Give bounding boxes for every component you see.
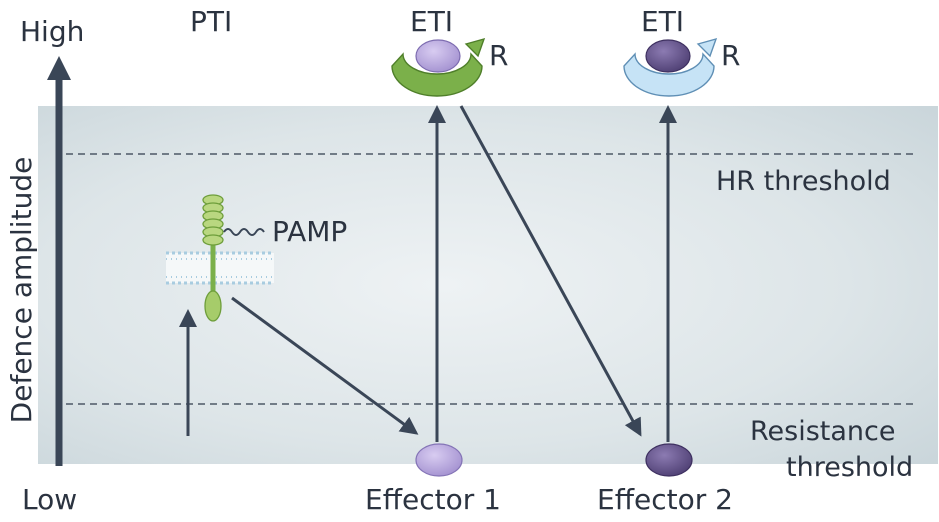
receptor <box>202 194 224 322</box>
pamp-squiggle <box>223 228 265 236</box>
effector2-label: Effector 2 <box>597 483 733 516</box>
eti2-effector <box>645 39 691 73</box>
resistance-threshold-label-line2: threshold <box>786 452 914 483</box>
effector1-shape <box>415 443 463 477</box>
axis-low-label: Low <box>22 483 78 516</box>
r-label-1: R <box>489 39 509 72</box>
y-axis-arrowhead <box>47 56 71 80</box>
axis-high-label: High <box>20 15 85 48</box>
pti-label: PTI <box>190 5 233 38</box>
resistance-threshold-label-line1: Resistance <box>750 416 896 447</box>
defence-band <box>38 106 938 464</box>
eti-label-2: ETI <box>641 5 685 38</box>
axis-ylabel: Defence amplitude <box>5 156 38 424</box>
r-protein-1 <box>391 37 486 97</box>
r-protein-2 <box>623 37 718 97</box>
membrane <box>166 251 274 285</box>
pti-to-effector1-arrow <box>231 296 419 435</box>
r-label-2: R <box>721 39 741 72</box>
eti-label-1: ETI <box>410 5 454 38</box>
eti1-effector <box>415 39 461 73</box>
effector1-label: Effector 1 <box>365 483 501 516</box>
effector2-shape <box>645 443 693 477</box>
pamp-label: PAMP <box>272 215 348 248</box>
eti1-to-effector2-arrow <box>459 105 642 437</box>
hr-threshold-label: HR threshold <box>716 166 891 197</box>
